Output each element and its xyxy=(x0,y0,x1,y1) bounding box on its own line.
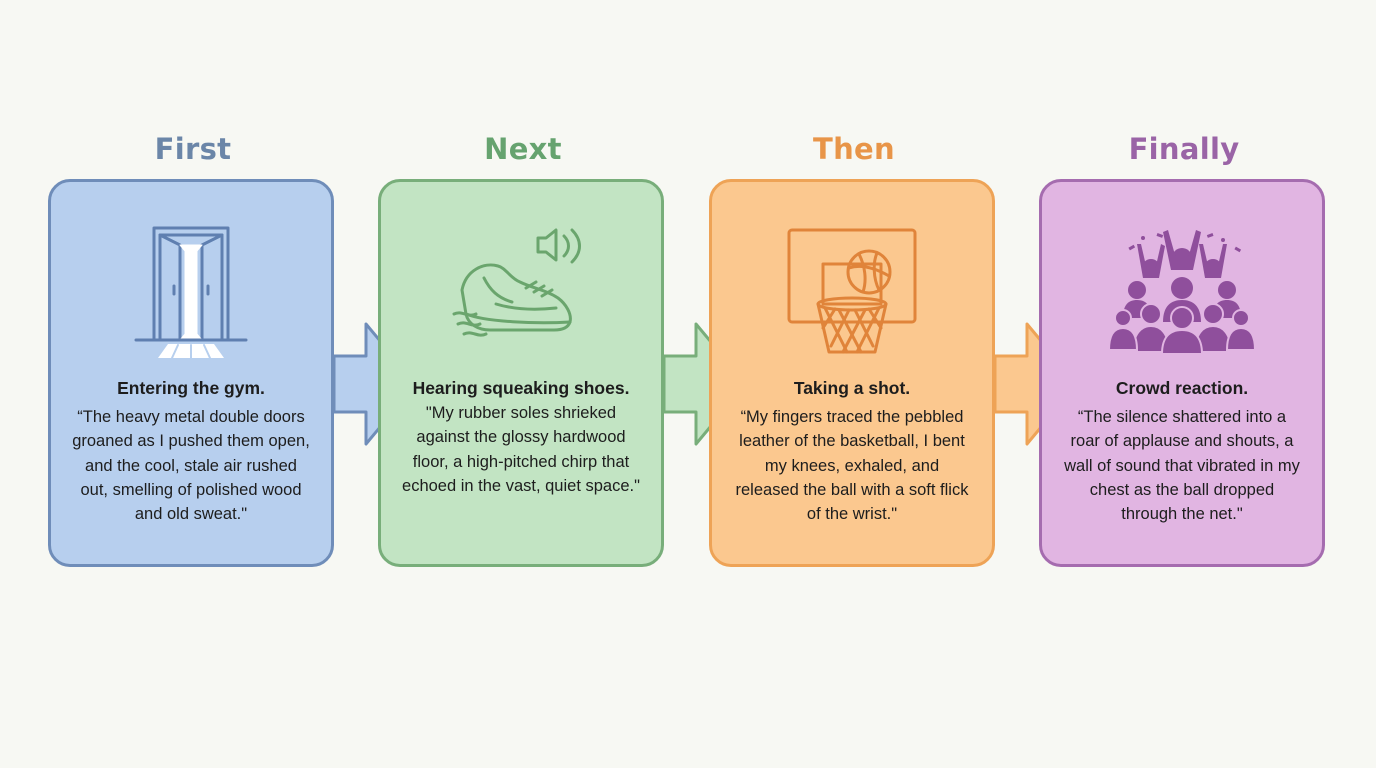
step-description-then: Taking a shot. “My fingers traced the pe… xyxy=(732,376,972,526)
step-description-first: Entering the gym. “The heavy metal doubl… xyxy=(71,376,311,526)
step-title-first: Entering the gym. xyxy=(117,378,265,398)
step-description-next: Hearing squeaking shoes. "My rubber sole… xyxy=(401,376,641,498)
step-card-first: Entering the gym. “The heavy metal doubl… xyxy=(48,179,334,567)
step-heading-then: Then xyxy=(813,132,895,166)
step-card-finally: Crowd reaction. “The silence shattered i… xyxy=(1039,179,1325,567)
cheering-crowd-icon xyxy=(1042,218,1322,368)
step-quote-finally: “The silence shattered into a roar of ap… xyxy=(1064,408,1300,524)
step-quote-first: “The heavy metal double doors groaned as… xyxy=(72,408,310,524)
basketball-hoop-icon xyxy=(712,218,992,368)
step-title-next: Hearing squeaking shoes. xyxy=(412,378,630,398)
step-card-then: Taking a shot. “My fingers traced the pe… xyxy=(709,179,995,567)
step-heading-first: First xyxy=(154,132,232,166)
step-quote-next: "My rubber soles shrieked against the gl… xyxy=(402,404,640,495)
squeaking-sneaker-icon xyxy=(381,218,661,368)
step-title-finally: Crowd reaction. xyxy=(1115,378,1249,398)
step-title-then: Taking a shot. xyxy=(793,378,911,398)
step-description-finally: Crowd reaction. “The silence shattered i… xyxy=(1062,376,1302,526)
step-heading-next: Next xyxy=(484,132,562,166)
step-quote-then: “My fingers traced the pebbled leather o… xyxy=(735,408,969,524)
step-heading-finally: Finally xyxy=(1128,132,1240,166)
step-card-next: Hearing squeaking shoes. "My rubber sole… xyxy=(378,179,664,567)
open-door-icon xyxy=(51,218,331,368)
